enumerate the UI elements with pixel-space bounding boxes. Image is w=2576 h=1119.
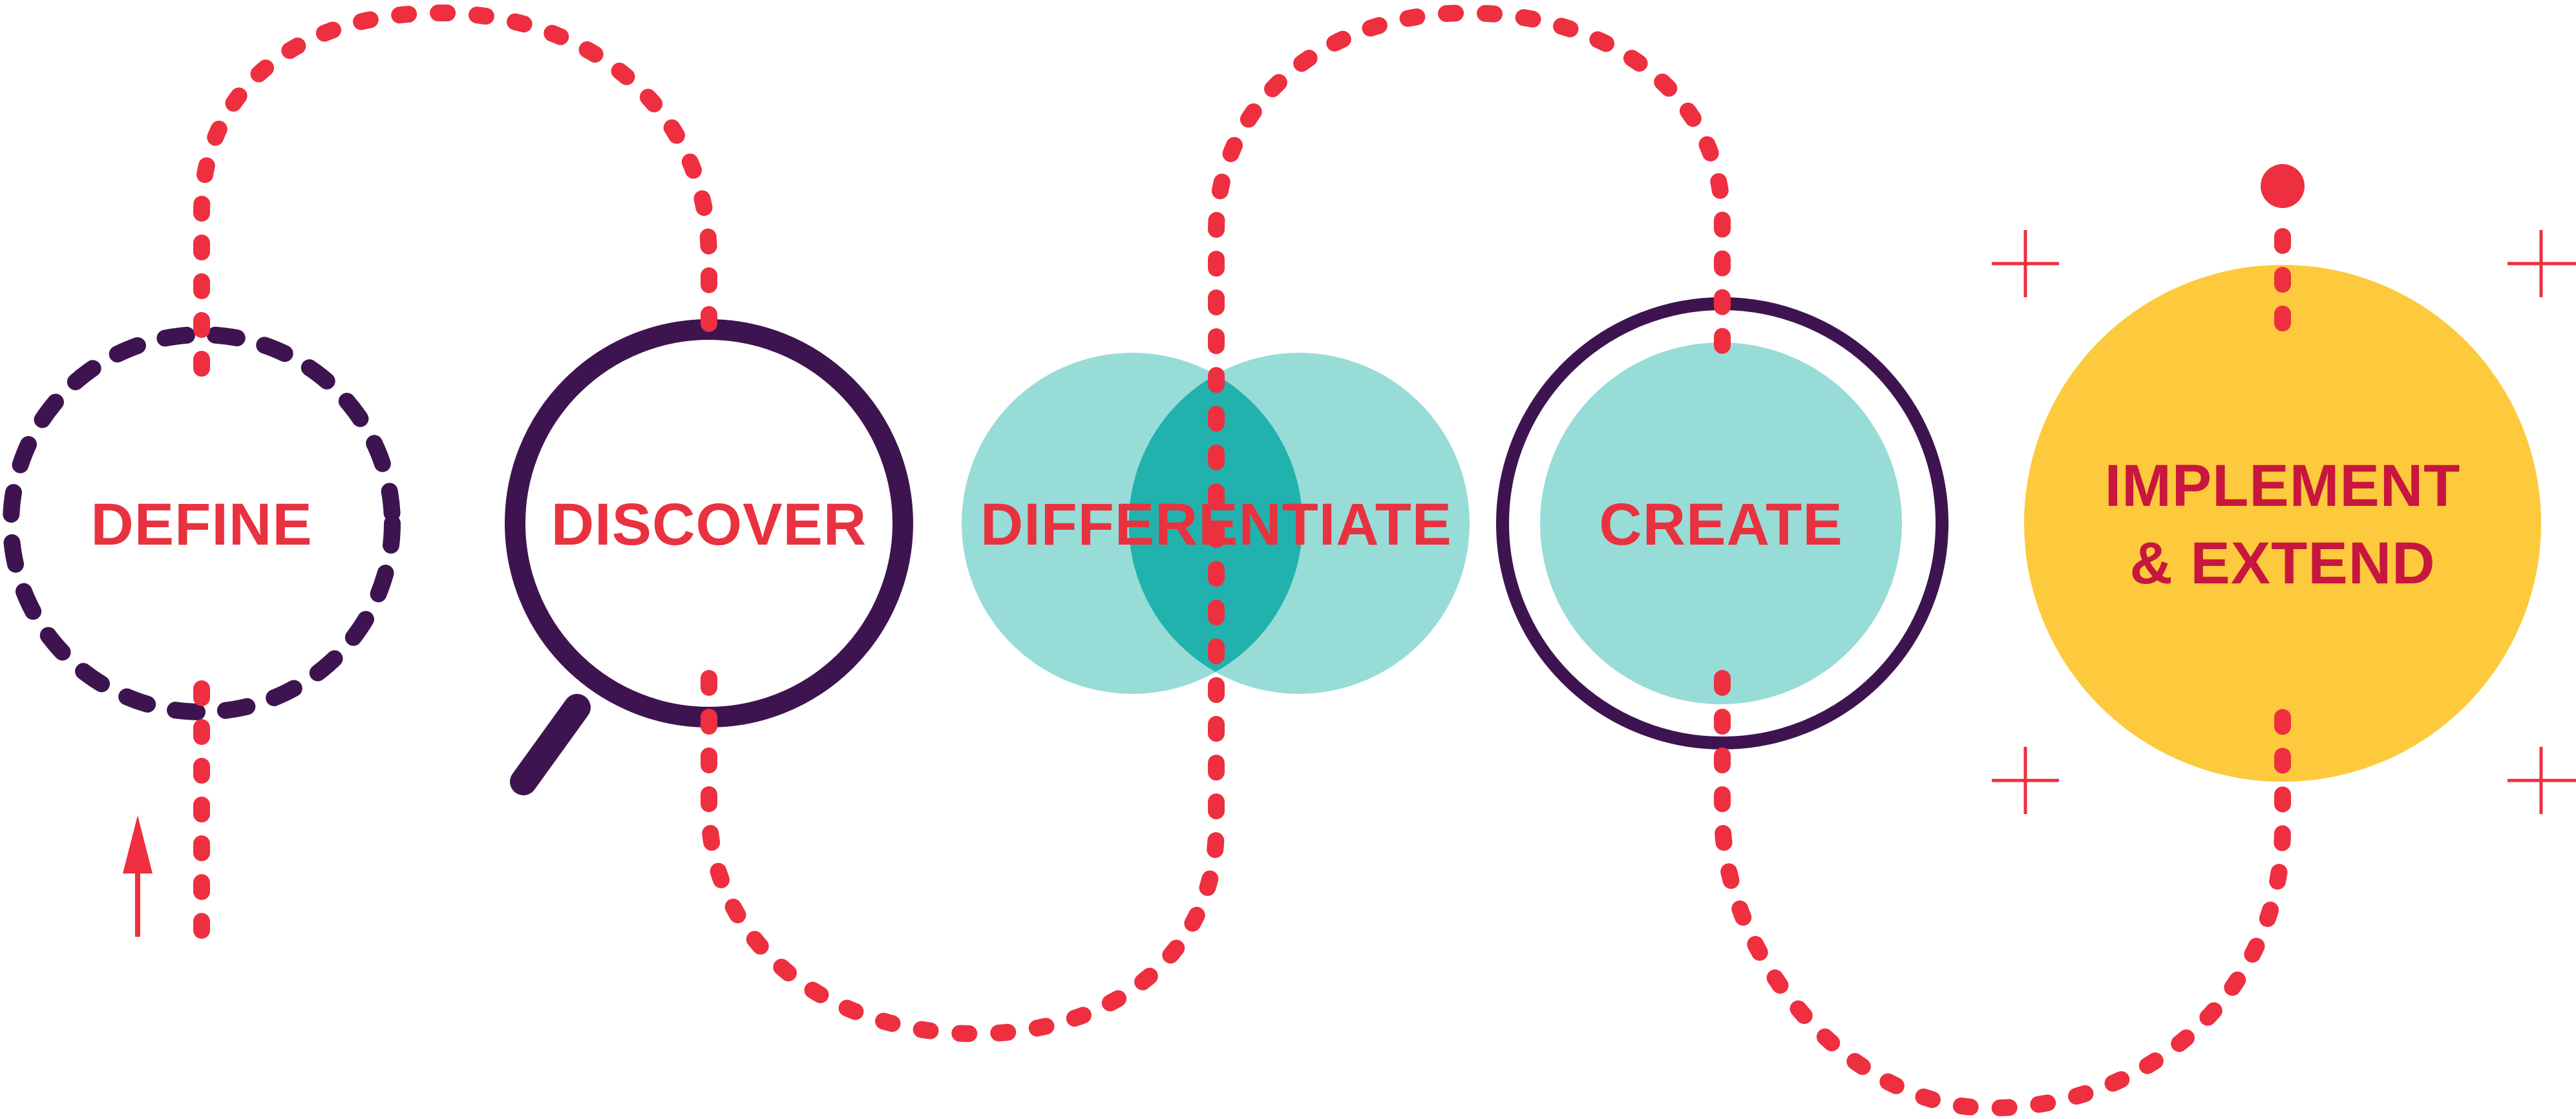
discover-label: DISCOVER xyxy=(551,492,867,558)
implement-label-line-1: IMPLEMENT xyxy=(2105,453,2461,519)
define-stage xyxy=(3,326,401,720)
plus-sparkle-icon xyxy=(2507,747,2576,814)
differentiate-label: DIFFERENTIATE xyxy=(980,492,1452,558)
define-dashed-ring xyxy=(3,326,401,720)
plus-sparkle-icon xyxy=(1992,747,2059,814)
implement-circle xyxy=(2024,265,2541,782)
create-inner-circle xyxy=(1540,342,1902,704)
plus-sparkle-icon xyxy=(2507,230,2576,297)
arrow-up-icon xyxy=(123,815,153,937)
dot-icon xyxy=(2261,164,2305,208)
plus-sparkle-icon xyxy=(1992,230,2059,297)
implement-label-line-2: & EXTEND xyxy=(2129,530,2435,596)
define-label: DEFINE xyxy=(90,492,312,558)
process-path xyxy=(193,4,2291,1117)
create-label: CREATE xyxy=(1599,492,1842,558)
magnifier-handle-icon xyxy=(510,694,591,795)
implement-stage xyxy=(2024,265,2541,782)
